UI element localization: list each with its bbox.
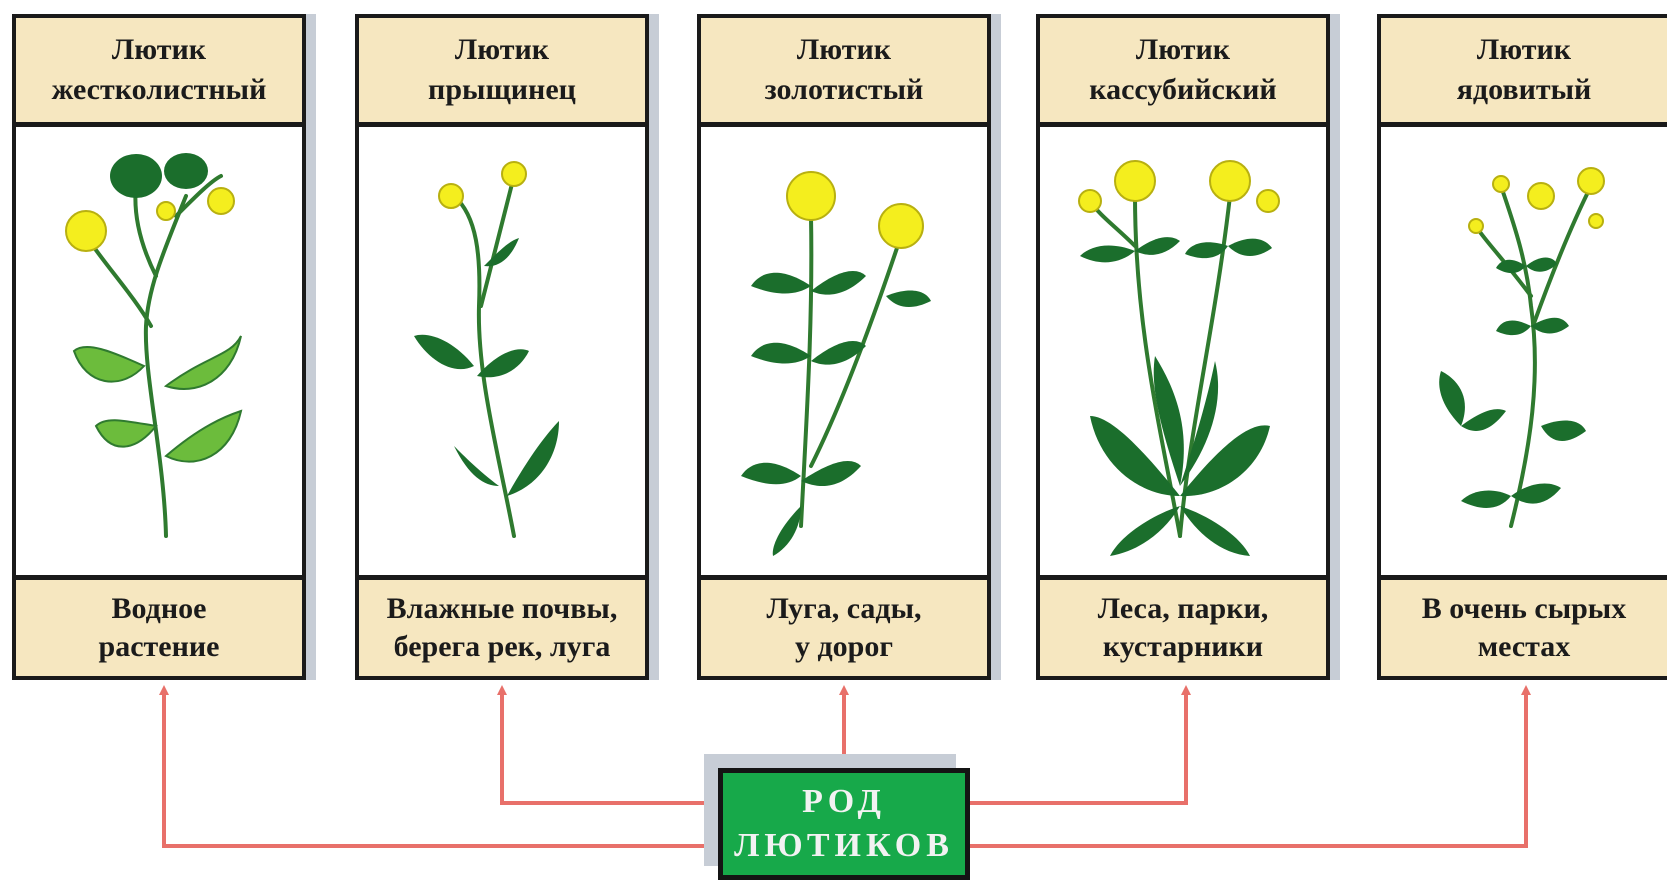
habitat-line-2: растение (99, 628, 220, 666)
habitat-line-2: местах (1478, 628, 1571, 666)
habitat-line-2: у дорог (795, 628, 893, 666)
species-genus-label: Лютик (1136, 30, 1230, 70)
plant-illustration-5 (1381, 126, 1667, 584)
habitat-footer: Леса, парки, кустарники (1040, 575, 1326, 676)
species-card-2: Лютик прыщинец Влажные почвы, берега рек… (355, 14, 649, 680)
species-name-header: Лютик кассубийский (1040, 18, 1326, 127)
species-genus-label: Лютик (1477, 30, 1571, 70)
habitat-line-1: Леса, парки, (1098, 590, 1269, 628)
species-name-header: Лютик прыщинец (359, 18, 645, 127)
species-card-4: Лютик кассубийский Леса, парки, (1036, 14, 1330, 680)
genus-label-line-2: ЛЮТИКОВ (734, 824, 954, 868)
species-epithet-label: ядовитый (1457, 70, 1592, 110)
species-card-5: Лютик ядовитый В очень сырых (1377, 14, 1667, 680)
habitat-line-2: кустарники (1103, 628, 1263, 666)
species-name-header: Лютик ядовитый (1381, 18, 1667, 127)
habitat-line-1: В очень сырых (1422, 590, 1626, 628)
species-name-header: Лютик жестколистный (16, 18, 302, 127)
species-card-3: Лютик золотистый Луга, сады, у дорог (697, 14, 991, 680)
species-epithet-label: жестколистный (52, 70, 267, 110)
species-epithet-label: золотистый (765, 70, 924, 110)
plant-illustration-4 (1040, 126, 1326, 584)
arrow-to-species-1 (164, 690, 718, 846)
habitat-footer: Водное растение (16, 575, 302, 676)
plant-illustration-2 (359, 126, 645, 584)
genus-root-box: РОД ЛЮТИКОВ (718, 768, 970, 880)
habitat-line-1: Влажные почвы, (387, 590, 618, 628)
species-genus-label: Лютик (112, 30, 206, 70)
species-genus-label: Лютик (797, 30, 891, 70)
species-card-1: Лютик жестколистный Водное растение (12, 14, 306, 680)
species-epithet-label: прыщинец (428, 70, 576, 110)
plant-illustration-1 (16, 126, 302, 584)
habitat-line-2: берега рек, луга (394, 628, 611, 666)
habitat-line-1: Луга, сады, (766, 590, 921, 628)
species-epithet-label: кассубийский (1089, 70, 1276, 110)
arrow-to-species-2 (502, 690, 718, 803)
species-genus-label: Лютик (455, 30, 549, 70)
habitat-footer: Влажные почвы, берега рек, луга (359, 575, 645, 676)
genus-label-line-1: РОД (802, 780, 886, 824)
arrow-to-species-5 (970, 690, 1526, 846)
species-name-header: Лютик золотистый (701, 18, 987, 127)
arrow-to-species-4 (970, 690, 1186, 803)
habitat-footer: В очень сырых местах (1381, 575, 1667, 676)
habitat-footer: Луга, сады, у дорог (701, 575, 987, 676)
plant-illustration-3 (701, 126, 987, 584)
habitat-line-1: Водное (112, 590, 207, 628)
